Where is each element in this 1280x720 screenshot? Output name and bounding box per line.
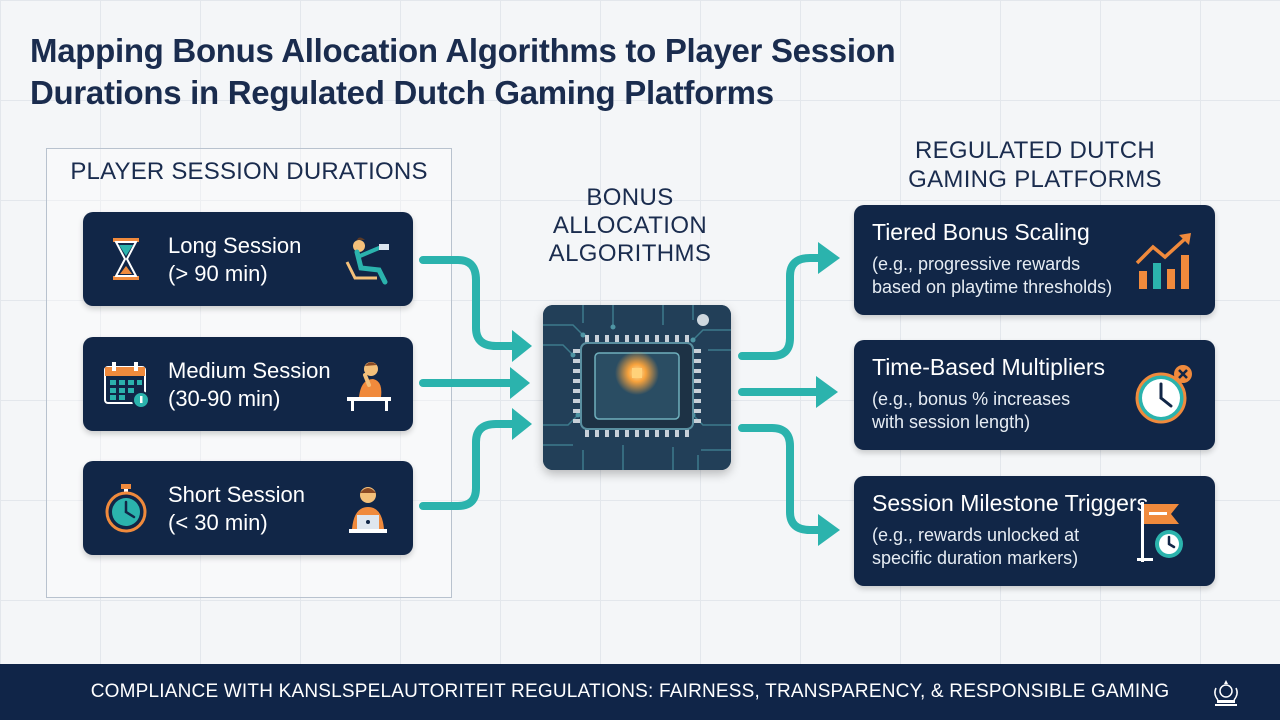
description-line: with session length): [872, 412, 1031, 432]
algorithm-title: Tiered Bonus Scaling: [872, 219, 1090, 245]
algorithm-card-multipliers: Time-Based Multipliers (e.g., bonus % in…: [854, 340, 1215, 450]
hourglass-icon: [113, 238, 139, 280]
compliance-footer: COMPLIANCE WITH KANSLSPELAUTORITEIT REGU…: [0, 664, 1280, 720]
heading-line: GAMING PLATFORMS: [908, 166, 1162, 193]
description-line: (e.g., progressive rewards: [872, 254, 1081, 274]
description-line: based on playtime thresholds): [872, 277, 1113, 297]
session-range: (30-90 min): [168, 386, 281, 411]
algorithm-description: (e.g., progressive rewards based on play…: [872, 253, 1137, 299]
algorithm-card-milestones: Session Milestone Triggers (e.g., reward…: [854, 476, 1215, 586]
session-label-long: Long Session (> 90 min): [168, 232, 301, 288]
heading-line: REGULATED DUTCH: [914, 137, 1156, 164]
algorithm-title: Time-Based Multipliers: [872, 354, 1106, 380]
calendar-icon: [104, 362, 150, 409]
algorithm-card-tiered: Tiered Bonus Scaling (e.g., progressive …: [854, 205, 1215, 315]
algorithm-title: Session Milestone Triggers: [872, 490, 1149, 516]
regulated-platforms-heading: REGULATED DUTCH GAMING PLATFORMS: [870, 136, 1200, 194]
algorithm-description: (e.g., rewards unlocked at specific dura…: [872, 524, 1137, 570]
description-line: specific duration markers): [872, 548, 1079, 568]
session-card-long: Long Session (> 90 min): [83, 212, 413, 306]
session-card-medium: Medium Session (30-90 min): [83, 337, 413, 431]
session-card-short: Short Session (< 30 min): [83, 461, 413, 555]
session-label-short: Short Session (< 30 min): [168, 481, 305, 537]
reclining-player-icon: [345, 237, 389, 285]
bonus-algorithms-heading: BONUS ALLOCATION ALGORITHMS: [530, 184, 730, 268]
rising-bar-chart-icon: [1135, 233, 1191, 289]
clock-icon: [1135, 365, 1192, 424]
session-label-medium: Medium Session (30-90 min): [168, 357, 331, 413]
arrow-algorithms-to-milestones: [738, 424, 824, 534]
session-durations-heading: PLAYER SESSION DURATIONS: [70, 158, 428, 185]
session-name: Medium Session: [168, 358, 331, 383]
processor-chip-icon: [543, 305, 731, 470]
thinking-player-icon: [347, 362, 391, 411]
heading-line: ALGORITHMS: [548, 240, 712, 267]
session-name: Short Session: [168, 482, 305, 507]
description-line: (e.g., bonus % increases: [872, 389, 1071, 409]
session-range: (< 30 min): [168, 510, 268, 535]
compliance-text: COMPLIANCE WITH KANSLSPELAUTORITEIT REGU…: [90, 681, 1170, 702]
page-title: Mapping Bonus Allocation Algorithms to P…: [30, 32, 896, 111]
heading-line: ALLOCATION: [552, 212, 708, 239]
session-name: Long Session: [168, 233, 302, 258]
description-line: (e.g., rewards unlocked at: [872, 525, 1080, 545]
stopwatch-icon: [105, 484, 147, 533]
session-range: (> 90 min): [168, 261, 268, 286]
heading-line: BONUS: [586, 184, 674, 211]
regulator-seal-icon: [1214, 680, 1238, 706]
arrow-algorithms-to-tiered: [738, 254, 824, 360]
milestone-flag-icon: [1137, 502, 1183, 562]
algorithm-description: (e.g., bonus % increases with session le…: [872, 388, 1137, 434]
laptop-player-icon: [349, 487, 387, 533]
